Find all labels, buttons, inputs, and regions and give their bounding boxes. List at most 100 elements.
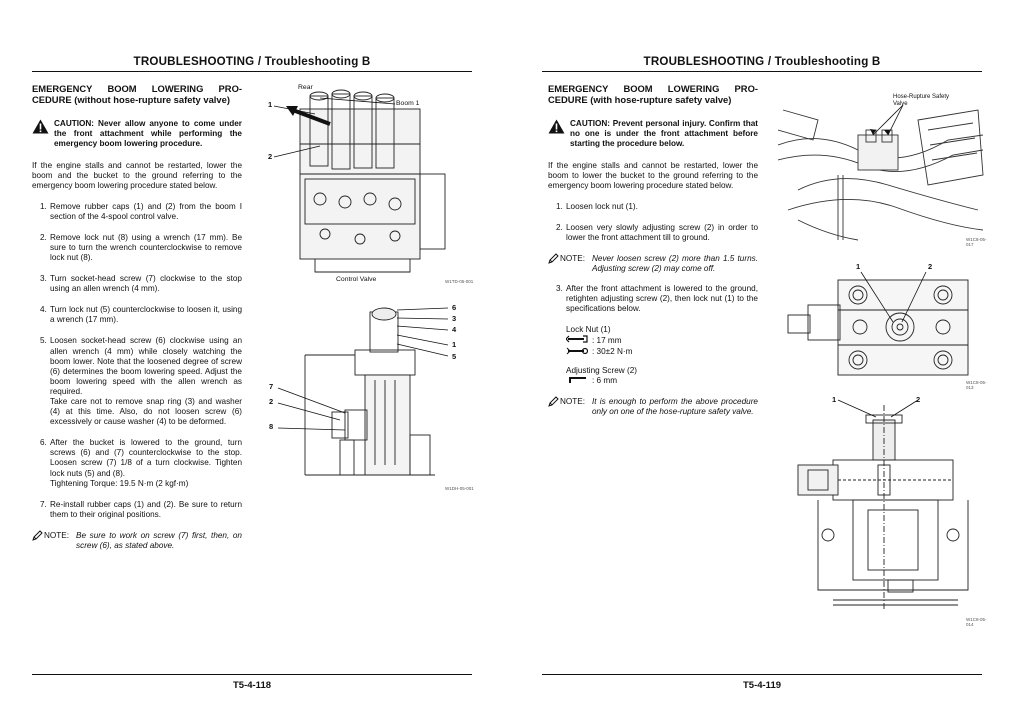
step-number: 6. [40, 438, 47, 448]
right-text-column: EMERGENCY BOOM LOWERING PRO-CEDURE (with… [548, 83, 758, 427]
step-number: 4. [40, 305, 47, 315]
callout-1: 1 [856, 262, 861, 271]
step-1: 1. Remove rubber caps (1) and (2) from t… [32, 202, 242, 222]
warning-icon [548, 119, 565, 134]
page-number: T5-4-119 [742, 680, 782, 691]
spec-row: : 17 mm [565, 335, 758, 346]
right-page: TROUBLESHOOTING / Troubleshooting B EMER… [510, 0, 1019, 724]
spec-row: : 30±2 N·m [566, 347, 758, 358]
callout-3: 3 [452, 314, 457, 323]
valve-section-figure: 1 2 W1C8-05-014 [778, 395, 988, 627]
valve-top-drawing [787, 271, 969, 376]
step-text: Loosen very slowly adjusting screw (2) i… [566, 222, 758, 242]
callout-5: 5 [452, 352, 457, 361]
step-number: 2. [556, 222, 563, 232]
caution-text: CAUTION: Prevent personal injury. Confir… [570, 119, 758, 149]
note-block: NOTE: Never loosen screw (2) more than 1… [548, 253, 758, 274]
step-text: Re-install rubber caps (1) and (2). Be s… [50, 499, 242, 519]
step-text: Remove lock nut (8) using a wrench (17 m… [50, 232, 242, 262]
callout-6: 6 [452, 303, 457, 312]
spec-block: Lock Nut (1) : 17 mm : 30±2 N·m Adjustin… [565, 325, 758, 387]
valve-section-drawing [277, 307, 449, 476]
intro-paragraph: If the engine stalls and cannot be resta… [32, 161, 242, 191]
valve-top-figure: 1 2 W1C8-05-013 [778, 260, 988, 390]
page-number: T5-4-118 [232, 680, 272, 691]
rear-label: Rear [298, 84, 313, 91]
pencil-icon [548, 253, 559, 264]
callout-7: 7 [269, 382, 274, 391]
step-6: 6. After the bucket is lowered to the gr… [32, 438, 242, 488]
step-text: Turn lock nut (5) counterclockwise to lo… [50, 305, 242, 325]
header-rule [542, 71, 982, 72]
step-text: Remove rubber caps (1) and (2) from the … [50, 201, 242, 221]
pencil-icon [548, 396, 559, 407]
figure-code: W1C8-05-017 [966, 237, 987, 247]
steps-list: 1. Loosen lock nut (1). 2. Loosen very s… [548, 202, 758, 243]
callout-2: 2 [268, 152, 273, 161]
spec-row: : 6 mm [566, 376, 758, 387]
lock-nut-size: : 17 mm [592, 335, 622, 345]
step-text: Loosen socket-head screw (6) clockwise u… [50, 336, 242, 396]
adj-screw-size: : 6 mm [592, 376, 618, 386]
hose-rupture-valve-drawing [778, 104, 984, 241]
valve-section-drawing [797, 399, 969, 610]
step-7: 7. Re-install rubber caps (1) and (2). B… [32, 500, 242, 520]
callout-4: 4 [452, 325, 457, 334]
pencil-icon [32, 530, 43, 541]
step-3: 3. Turn socket-head screw (7) clockwise … [32, 274, 242, 294]
page-header: TROUBLESHOOTING / Troubleshooting B [133, 55, 371, 68]
lock-nut-torque: : 30±2 N·m [592, 347, 633, 356]
footer-rule [32, 674, 472, 675]
control-valve-figure: Rear Boom 1 1 2 Control Valve W1TD-05-00… [260, 84, 475, 289]
step-extra: Take care not to remove snap ring (3) an… [50, 396, 242, 427]
note-label: NOTE: [560, 396, 586, 406]
header-rule [32, 71, 472, 72]
step-number: 2. [40, 232, 47, 242]
callout-1: 1 [268, 100, 273, 109]
step-4: 4. Turn lock nut (5) counterclockwise to… [32, 305, 242, 325]
note-text: Never loosen screw (2) more than 1.5 tur… [592, 253, 758, 273]
wrench-icon [565, 335, 592, 346]
note-label: NOTE: [560, 253, 586, 263]
figure-code: W1C8-05-013 [966, 380, 987, 390]
steps-list: 3. After the front attachment is lowered… [548, 284, 758, 314]
step-number: 3. [556, 284, 563, 294]
figure-code: W1TD-05-001 [445, 279, 474, 284]
step-3: 3. After the front attachment is lowered… [548, 284, 758, 314]
note-text: Be sure to work on screw (7) first, then… [76, 530, 242, 550]
step-5: 5. Loosen socket-head screw (6) clockwis… [32, 336, 242, 427]
note-text: It is enough to perform the above proced… [592, 396, 758, 416]
figure-code: W1C8-05-014 [966, 617, 987, 627]
steps-list: 1. Remove rubber caps (1) and (2) from t… [32, 202, 242, 520]
section-title: EMERGENCY BOOM LOWERING PRO-CEDURE (with… [548, 83, 758, 105]
callout-1: 1 [832, 395, 837, 404]
step-number: 3. [40, 274, 47, 284]
step-number: 1. [556, 201, 563, 211]
section-title: EMERGENCY BOOM LOWERING PRO-CEDURE (with… [32, 83, 242, 105]
callout-2: 2 [928, 262, 933, 271]
warning-icon [32, 119, 49, 134]
step-number: 5. [40, 336, 47, 346]
step-text: After the front attachment is lowered to… [566, 284, 758, 314]
torque-wrench-icon [566, 347, 592, 358]
caution-block: CAUTION: Prevent personal injury. Confir… [548, 119, 758, 149]
callout-1: 1 [452, 340, 457, 349]
left-page: TROUBLESHOOTING / Troubleshooting B EMER… [0, 0, 509, 724]
caution-block: CAUTION: Never allow anyone to come unde… [32, 119, 242, 149]
step-1: 1. Loosen lock nut (1). [548, 202, 758, 212]
note-label: NOTE: [44, 530, 70, 540]
step-text: Loosen lock nut (1). [566, 201, 638, 211]
control-valve-drawing [273, 89, 446, 273]
note-block: NOTE: It is enough to perform the above … [548, 396, 758, 417]
step-extra: Tightening Torque: 19.5 N·m (2 kgf·m) [50, 478, 189, 488]
adj-screw-title: Adjusting Screw (2) [566, 365, 637, 375]
figure-caption: Control Valve [336, 276, 377, 283]
page-header: TROUBLESHOOTING / Troubleshooting B [643, 55, 881, 68]
step-text: Turn socket-head screw (7) clockwise to … [50, 274, 242, 294]
hose-rupture-label: Hose-Rupture Safety Valve [893, 94, 950, 107]
valve-section-figure: 6 3 4 1 5 7 2 8 W1DH-05-001 [260, 300, 475, 495]
boom1-label: Boom 1 [396, 100, 420, 107]
figure-code: W1DH-05-001 [445, 486, 474, 491]
step-2: 2. Loosen very slowly adjusting screw (2… [548, 223, 758, 243]
callout-2: 2 [269, 397, 274, 406]
